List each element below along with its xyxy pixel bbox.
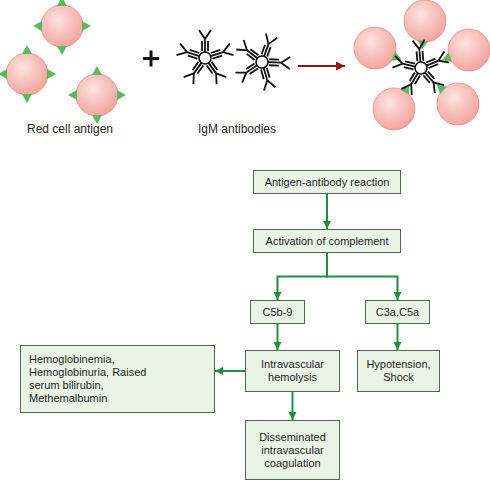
process-box: Activation of complement xyxy=(253,229,401,253)
box-text: Intravascular hemolysis xyxy=(249,358,336,384)
box-text: Activation of complement xyxy=(266,235,389,248)
box-text: Antigen-antibody reaction xyxy=(265,176,390,189)
process-box: Intravascular hemolysis xyxy=(245,350,340,392)
flow-arrow xyxy=(326,194,328,229)
process-box: Hemoglobinemia, Hemoglobinuria, Raised s… xyxy=(20,345,215,413)
process-box: C3a,C5a xyxy=(365,300,430,324)
process-box: Hypotension, Shock xyxy=(357,350,440,392)
flow-arrow xyxy=(327,253,398,300)
reaction-arrow xyxy=(298,65,345,67)
figure-label: IgM antibodies xyxy=(177,122,297,136)
figure-label: Red cell antigen xyxy=(5,122,135,136)
flow-arrow xyxy=(292,392,294,420)
flow-arrow xyxy=(278,253,328,300)
red-cell xyxy=(0,45,56,103)
box-text: Hemoglobinemia, Hemoglobinuria, Raised s… xyxy=(29,353,159,405)
process-box: Antigen-antibody reaction xyxy=(253,170,401,194)
red-cell xyxy=(33,0,91,55)
agglutinated-cluster xyxy=(354,0,490,130)
box-text: C3a,C5a xyxy=(376,306,419,319)
process-box: Disseminated intravascular coagulation xyxy=(245,420,340,480)
flow-arrow xyxy=(215,370,245,372)
flow-arrow xyxy=(277,324,279,350)
igm-antibody xyxy=(177,30,234,84)
box-text: Hypotension, Shock xyxy=(361,358,436,384)
box-text: C5b-9 xyxy=(263,306,293,319)
process-box: C5b-9 xyxy=(250,300,305,324)
red-cell xyxy=(68,66,126,124)
plus-sign xyxy=(143,51,159,67)
flow-arrow xyxy=(397,324,399,350)
box-text: Disseminated intravascular coagulation xyxy=(249,431,336,470)
igm-antibody xyxy=(226,26,298,96)
